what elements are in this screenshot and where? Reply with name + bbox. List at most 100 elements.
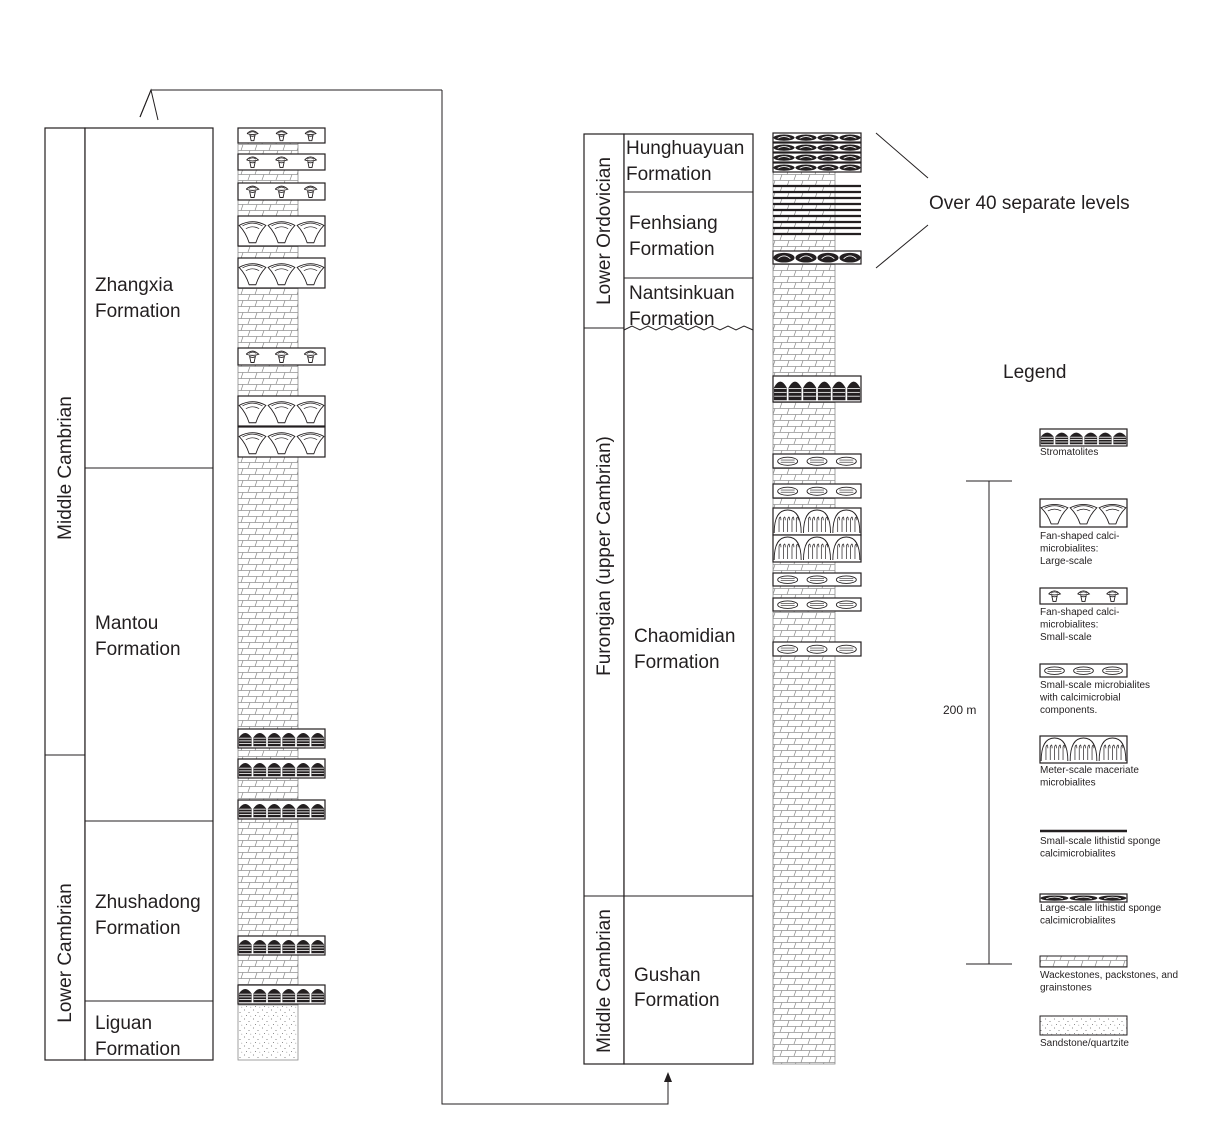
formation-name-hunghuayuan: Hunghuayuan: [626, 138, 744, 159]
small-microbialite-bed: [772, 483, 862, 499]
legend-swatch-stromatolites: [1039, 428, 1128, 447]
annotation-pointer-line: [875, 224, 929, 269]
formation-suffix: Formation: [634, 990, 720, 1011]
stromatolite-bed: [237, 984, 326, 1005]
formation-name-fenhsiang: Fenhsiang: [629, 213, 718, 234]
legend-label-large-sponge: calcimicrobialites: [1040, 916, 1116, 927]
formation-suffix: Formation: [95, 639, 181, 660]
small-microbialite-bed: [772, 597, 862, 612]
formation-suffix: Formation: [95, 918, 181, 939]
connector-line: [441, 90, 669, 1105]
large-sponge-bed: [772, 162, 862, 173]
large-fan-bed: [237, 426, 326, 458]
scale-bar-label: 200 m: [943, 703, 976, 717]
right-period-column: [583, 133, 625, 1065]
left-period-column: [44, 127, 86, 1061]
legend-swatch-maceriate: [1039, 735, 1128, 764]
connector-line-top: [139, 89, 442, 118]
legend-label-small-microbialites: components.: [1040, 705, 1097, 716]
unconformity-wavy-line: [623, 325, 754, 331]
large-sponge-bed: [772, 250, 862, 265]
right-microbialite-beds: [772, 132, 862, 657]
legend-swatch-small-microbialites: [1039, 663, 1128, 678]
small-microbialite-bed: [772, 572, 862, 587]
legend-swatch-large-sponge: [1039, 893, 1128, 903]
maceriate-bed: [772, 534, 862, 563]
legend-label-small-microbialites: with calcimicrobial: [1039, 693, 1121, 704]
legend-label-small-microbialites: Small-scale microbialites: [1040, 680, 1150, 691]
formation-name-zhangxia: Zhangxia: [95, 275, 174, 296]
legend-label-carbonates: Wackestones, packstones, and: [1040, 970, 1178, 981]
large-sponge-bed: [772, 152, 862, 163]
legend-label-carbonates: grainstones: [1040, 983, 1092, 994]
stromatolite-bed: [237, 758, 326, 779]
formation-suffix: Formation: [95, 1039, 181, 1060]
legend-title: Legend: [1003, 362, 1066, 383]
legend-label-fan-small: microbialites:: [1040, 620, 1098, 631]
maceriate-bed: [772, 507, 862, 536]
small-fan-bed: [237, 153, 326, 171]
connector-arrowhead: [664, 1072, 672, 1082]
stromatolite-bed: [237, 728, 326, 749]
small-fan-bed: [237, 347, 326, 366]
left-section: Middle Cambrian Lower Cambrian Zhangxia …: [44, 127, 326, 1061]
large-sponge-bed: [772, 142, 862, 153]
left-formation-column: [84, 127, 214, 1061]
small-fan-bed: [237, 182, 326, 201]
formation-name-gushan: Gushan: [634, 965, 701, 986]
legend-label-maceriate: microbialites: [1040, 778, 1096, 789]
period-label-lower-ordovician: Lower Ordovician: [594, 157, 615, 305]
formation-name-zhushadong: Zhushadong: [95, 892, 201, 913]
scale-bar: 200 m: [938, 480, 1012, 965]
legend-swatch-sandstone: [1039, 1015, 1128, 1036]
stromatolite-bed: [237, 799, 326, 820]
large-fan-bed: [237, 257, 326, 289]
formation-name-chaomidian: Chaomidian: [634, 626, 735, 647]
legend-label-maceriate: Meter-scale maceriate: [1040, 765, 1139, 776]
period-label-middle-cambrian-right: Middle Cambrian: [594, 909, 615, 1053]
small-fan-bed: [237, 127, 326, 144]
formation-suffix: Formation: [626, 164, 712, 185]
formation-suffix: Formation: [95, 301, 181, 322]
period-label-middle-cambrian-left: Middle Cambrian: [55, 396, 76, 540]
legend-label-small-sponge: calcimicrobialites: [1040, 849, 1116, 860]
small-microbialite-bed: [772, 641, 862, 657]
formation-name-nantsinkuan: Nantsinkuan: [629, 283, 735, 304]
legend-label-fan-small: Small-scale: [1040, 632, 1092, 643]
legend-label-large-sponge: Large-scale lithistid sponge: [1040, 903, 1162, 914]
formation-name-liguan: Liguan: [95, 1013, 152, 1034]
levels-annotation: Over 40 separate levels: [875, 132, 1130, 269]
right-formation-column: [623, 133, 754, 1065]
connector-caret: [139, 88, 159, 121]
legend-label-fan-large: Fan-shaped calci-: [1040, 531, 1119, 542]
formation-suffix: Formation: [629, 309, 715, 330]
formation-suffix: Formation: [629, 239, 715, 260]
formation-name-mantou: Mantou: [95, 613, 158, 634]
legend-label-fan-large: Large-scale: [1040, 556, 1093, 567]
large-sponge-bed: [772, 132, 862, 143]
stromatolite-bed: [237, 935, 326, 956]
legend-label-small-sponge: Small-scale lithistid sponge: [1040, 836, 1161, 847]
legend-swatches: [1039, 428, 1128, 1036]
legend-swatch-carbonates: [1039, 955, 1128, 968]
period-label-lower-cambrian: Lower Cambrian: [55, 883, 76, 1022]
legend-swatch-fan-small: [1039, 587, 1128, 605]
legend-swatch-fan-large: [1039, 498, 1128, 528]
annotation-label: Over 40 separate levels: [929, 193, 1130, 214]
legend-label-stromatolites: Stromatolites: [1040, 447, 1098, 458]
legend-label-sandstone: Sandstone/quartzite: [1040, 1038, 1129, 1049]
legend-label-fan-small: Fan-shaped calci-: [1040, 607, 1119, 618]
left-microbialite-beds: [237, 127, 326, 1005]
stromatolite-bed: [772, 375, 862, 403]
large-fan-bed: [237, 395, 326, 427]
section-connector-arrow: [139, 88, 672, 1105]
small-microbialite-bed: [772, 453, 862, 469]
annotation-pointer-line: [875, 132, 929, 179]
legend-label-fan-large: microbialites:: [1040, 544, 1098, 555]
right-section: Lower Ordovician Furongian (upper Cambri…: [583, 132, 862, 1065]
period-label-furongian: Furongian (upper Cambrian): [594, 436, 615, 676]
